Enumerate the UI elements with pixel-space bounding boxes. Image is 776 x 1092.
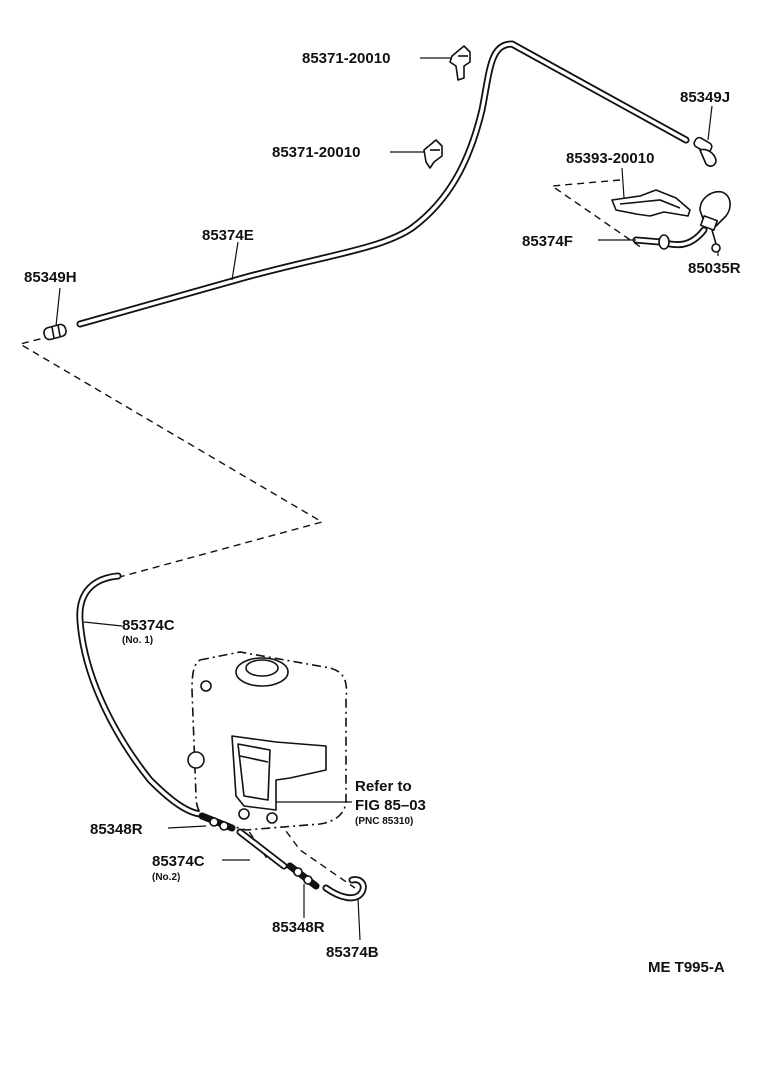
hose-85374c-no1 [76, 572, 204, 818]
label-joint-j: 85349J [680, 89, 730, 106]
washer-tank [187, 651, 348, 831]
label-hose-e: 85374E [202, 227, 254, 244]
hose-85374f [632, 226, 708, 250]
check-valve-upper [198, 812, 236, 832]
label-bracket: 85393-20010 [566, 150, 654, 167]
hose-85374e [76, 40, 690, 328]
joint-85349h [43, 323, 67, 341]
nozzle-85035r [699, 190, 731, 253]
label-hose-c1-note: (No. 1) [122, 635, 153, 646]
label-hose-f: 85374F [522, 233, 573, 250]
label-hose-c1: 85374C [122, 617, 175, 634]
hose-85374c-no2 [236, 828, 288, 870]
label-hose-c2: 85374C [152, 853, 205, 870]
clip-lower [423, 139, 443, 169]
clip-upper [449, 45, 471, 81]
label-clip-upper: 85371-20010 [302, 50, 390, 67]
label-clip-lower: 85371-20010 [272, 144, 360, 161]
bracket-85393 [611, 189, 691, 217]
check-valve-lower [286, 862, 320, 890]
label-valve-upper: 85348R [90, 821, 143, 838]
label-hose-b: 85374B [326, 944, 379, 961]
label-refer-fig: FIG 85–03 [355, 797, 426, 814]
label-refer-pnc: (PNC 85310) [355, 816, 413, 827]
label-valve-lower: 85348R [272, 919, 325, 936]
joint-85349j [693, 136, 717, 167]
label-joint-h: 85349H [24, 269, 77, 286]
hose-85374b [322, 876, 367, 902]
label-nozzle: 85035R [688, 260, 741, 277]
leader-lines [55, 57, 719, 941]
dashed-route-left [18, 335, 324, 579]
label-hose-c2-note: (No.2) [152, 872, 180, 883]
label-refer-to: Refer to [355, 778, 412, 795]
figure-code: ME T995-A [648, 959, 725, 976]
